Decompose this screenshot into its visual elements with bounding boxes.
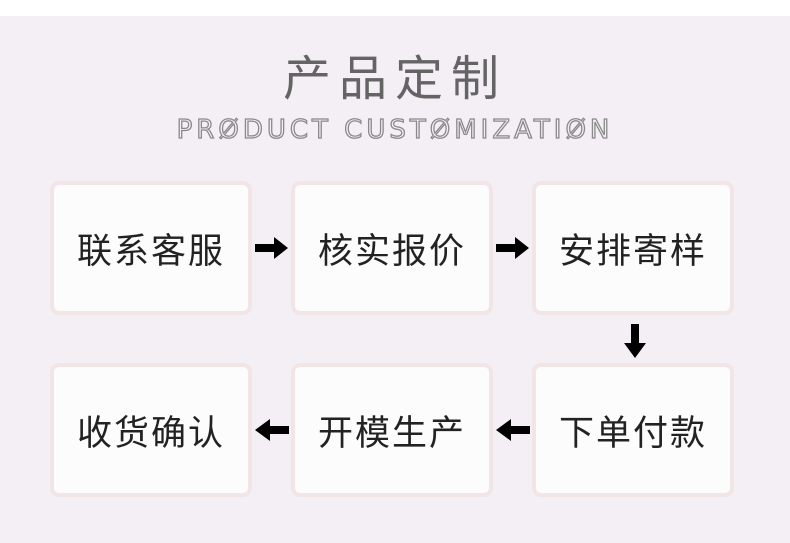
step-label: 联系客服 [76, 231, 225, 272]
step-receipt-confirm: 收货确认 [50, 363, 252, 497]
arrow-left-icon [255, 419, 289, 441]
step-verify-quote: 核实报价 [291, 181, 493, 315]
step-label: 收货确认 [76, 413, 225, 454]
step-arrange-sample: 安排寄样 [532, 181, 734, 315]
step-label: 核实报价 [317, 231, 466, 272]
arrow-left-icon [496, 419, 530, 441]
arrow-right-icon [496, 237, 529, 259]
page-title: 产品定制 [282, 51, 507, 107]
arrow-down-icon [624, 324, 646, 358]
arrow-right-icon [255, 237, 288, 259]
step-contact-service: 联系客服 [50, 181, 252, 315]
step-label: 安排寄样 [558, 231, 707, 272]
page-subtitle: PRØDUCT CUSTØMIZATIØN [176, 114, 614, 145]
step-label: 开模生产 [317, 413, 466, 454]
step-order-payment: 下单付款 [532, 363, 734, 497]
step-label: 下单付款 [558, 413, 707, 454]
step-mold-production: 开模生产 [291, 363, 493, 497]
